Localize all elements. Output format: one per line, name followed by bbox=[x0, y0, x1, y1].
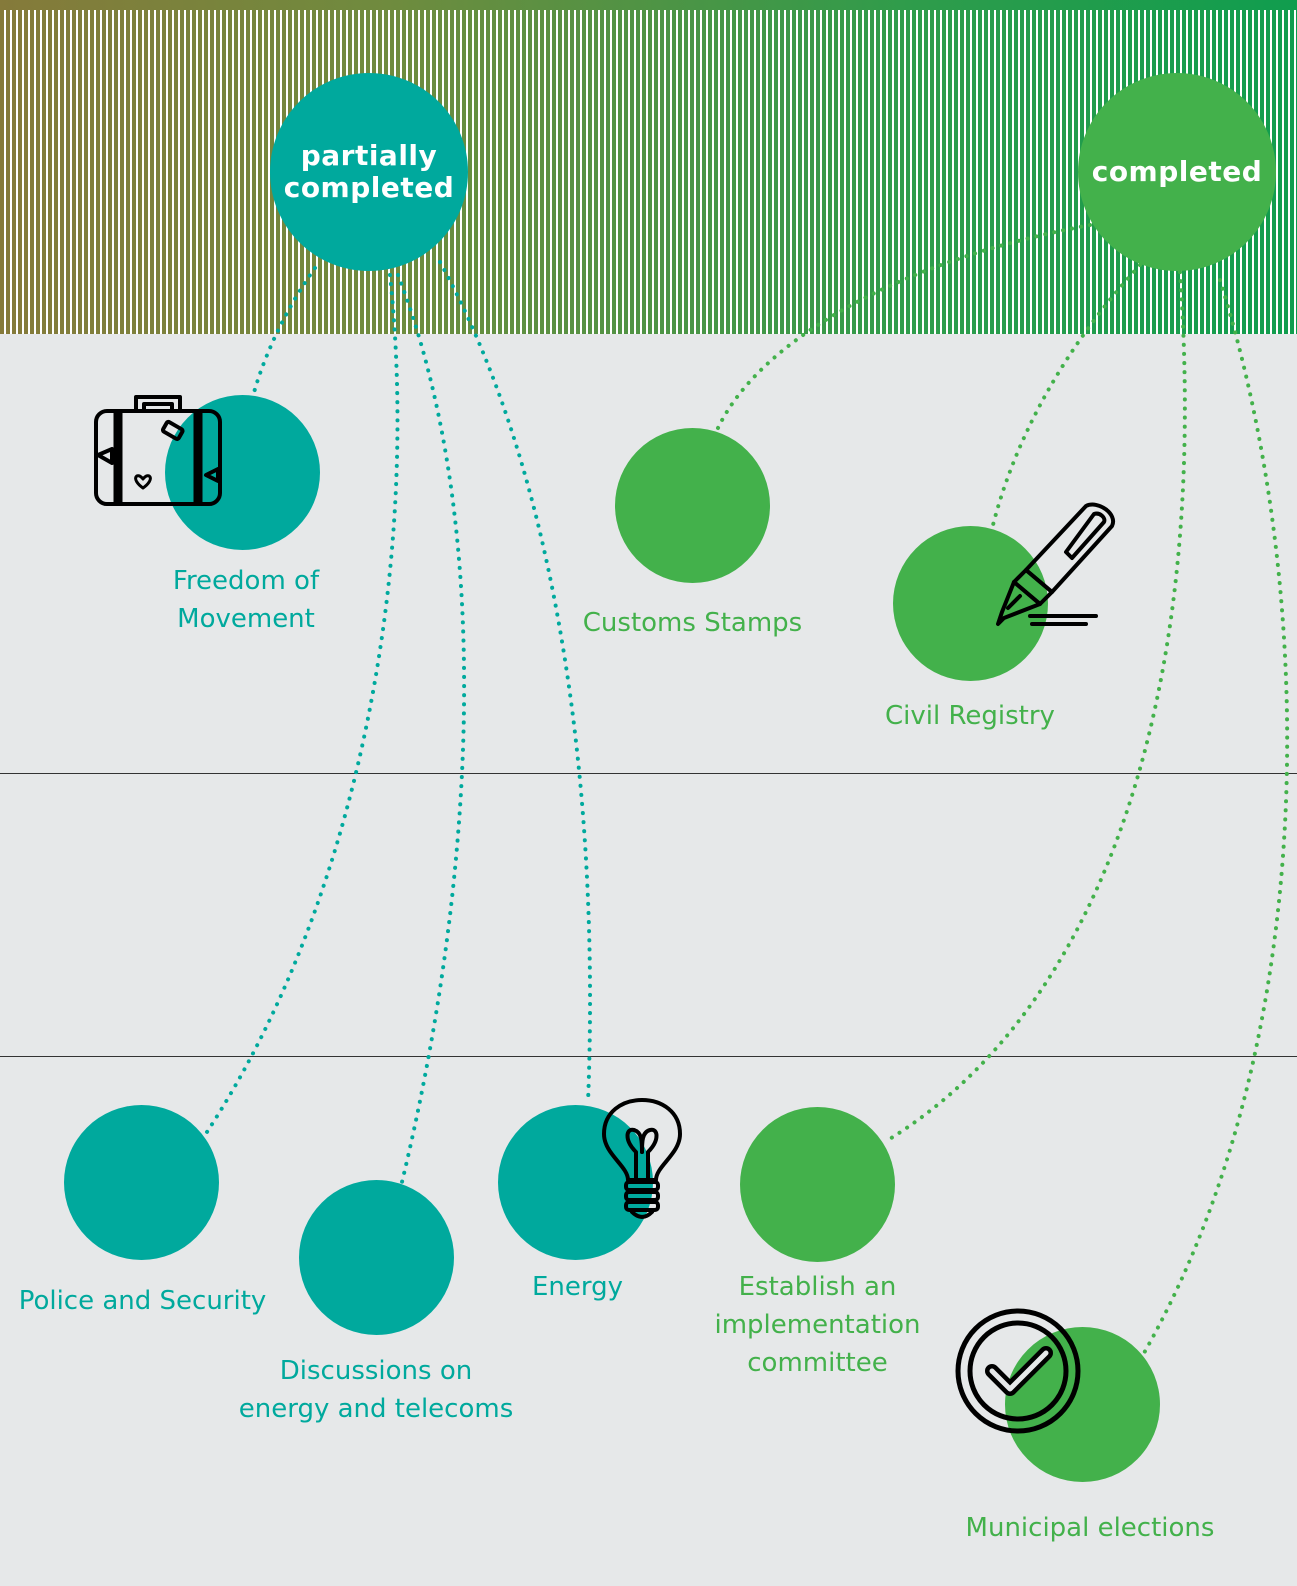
connector-civil-registry bbox=[991, 263, 1142, 527]
lightbulb-icon bbox=[602, 1098, 682, 1219]
node-civil-registry bbox=[893, 526, 1048, 681]
label-energy: Energy bbox=[531, 1272, 624, 1302]
connector-customs-stamps bbox=[716, 223, 1092, 430]
label-customs-stamps: Customs Stamps bbox=[582, 608, 803, 638]
label-police-and-security: Police and Security bbox=[18, 1286, 267, 1316]
node-customs-stamps bbox=[615, 428, 770, 583]
suitcase-icon bbox=[94, 395, 222, 506]
hub-completed: completed bbox=[1078, 73, 1276, 271]
node-police-and-security bbox=[64, 1105, 219, 1260]
divider-line bbox=[0, 773, 1297, 774]
hub-partially-completed: partially completed bbox=[270, 73, 468, 271]
node-municipal-elections bbox=[1005, 1327, 1160, 1482]
node-freedom-of-movement bbox=[165, 395, 320, 550]
hub-partially-completed-label: partially completed bbox=[283, 139, 455, 204]
fountain-pen-icon bbox=[996, 502, 1116, 626]
label-implementation-committee: Establish an implementation committee bbox=[714, 1272, 921, 1378]
node-implementation-committee bbox=[740, 1107, 895, 1262]
checkmark-badge-icon bbox=[955, 1308, 1081, 1434]
label-municipal-elections: Municipal elections bbox=[965, 1513, 1215, 1543]
label-freedom-of-movement: Freedom of Movement bbox=[172, 566, 320, 634]
connector-discussions bbox=[396, 273, 467, 1184]
connector-municipal-elections bbox=[1138, 278, 1290, 1362]
connector-energy bbox=[438, 260, 593, 1104]
label-discussions-energy-telecoms: Discussions on energy and telecoms bbox=[238, 1356, 514, 1424]
connector-police-and-security bbox=[203, 273, 400, 1137]
label-civil-registry: Civil Registry bbox=[885, 701, 1055, 731]
node-discussions-energy-telecoms bbox=[299, 1180, 454, 1335]
divider-line bbox=[0, 1056, 1297, 1057]
hub-completed-label: completed bbox=[1091, 155, 1263, 188]
connector-freedom-of-movement bbox=[250, 266, 317, 402]
